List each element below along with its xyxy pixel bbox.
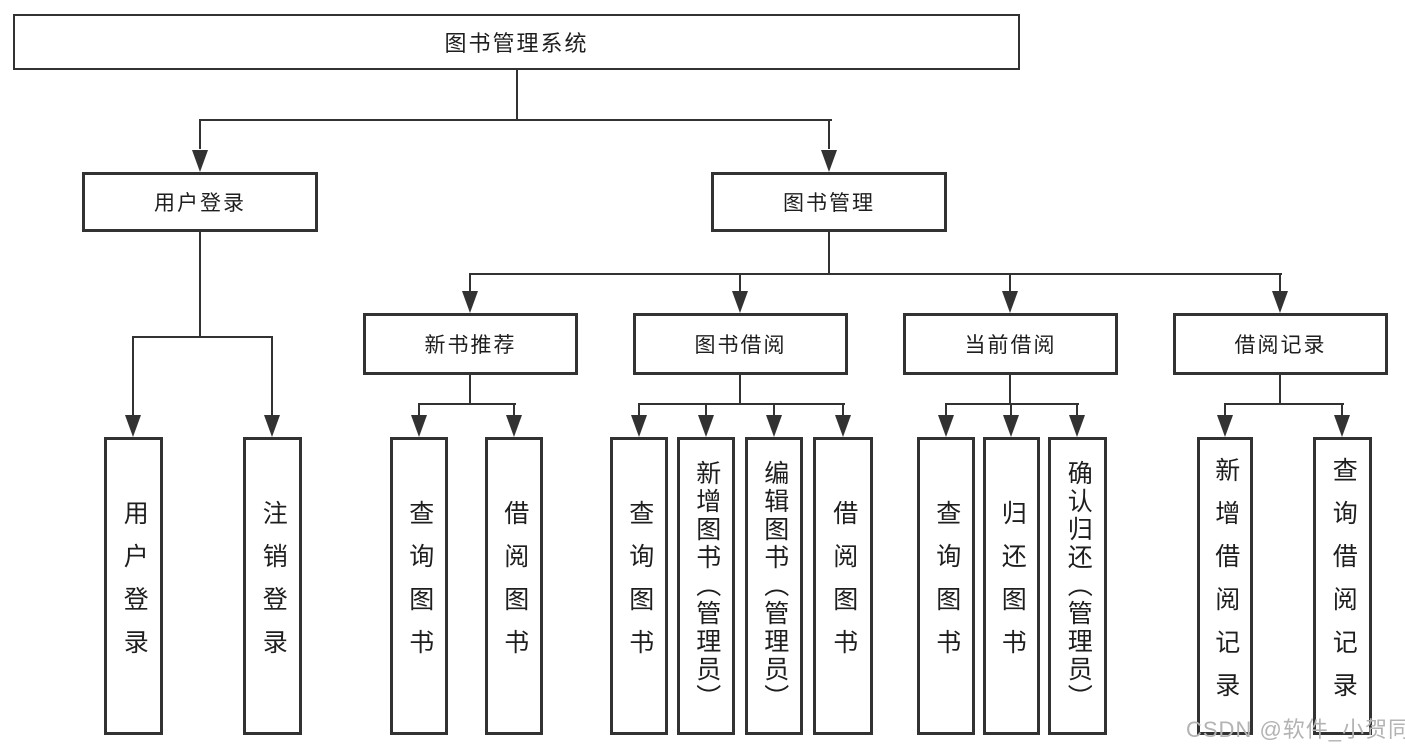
node-label: 注销登录 — [259, 500, 288, 672]
node-user-login: 用户登录 — [82, 172, 318, 232]
edge-vertical-line — [1010, 403, 1012, 417]
edge-vertical-line — [469, 273, 471, 293]
edge-vertical-line — [418, 403, 420, 417]
node-new-book-rec: 新书推荐 — [363, 313, 578, 375]
arrow-down-icon — [1217, 415, 1233, 437]
node-cb-query-books: 查询图书 — [917, 437, 975, 735]
arrow-down-icon — [125, 415, 141, 437]
node-label: 新增借阅记录 — [1211, 457, 1240, 715]
arrow-down-icon — [264, 415, 280, 437]
node-br-add-record: 新增借阅记录 — [1197, 437, 1253, 735]
edge-horizontal-line — [638, 403, 845, 405]
edge-vertical-line — [1279, 375, 1281, 405]
node-bb-edit-books: 编辑图书（管理员） — [745, 437, 803, 735]
edge-vertical-line — [828, 232, 830, 275]
edge-vertical-line — [271, 336, 273, 417]
node-label: 借阅图书 — [829, 500, 858, 672]
edge-horizontal-line — [469, 273, 1282, 275]
node-borrow-records: 借阅记录 — [1173, 313, 1388, 375]
edge-vertical-line — [773, 403, 775, 417]
arrow-down-icon — [1069, 415, 1085, 437]
node-label: 编辑图书（管理员） — [760, 460, 789, 712]
node-bb-add-books: 新增图书（管理员） — [677, 437, 735, 735]
node-label: 用户登录 — [120, 500, 149, 672]
edge-horizontal-line — [418, 403, 516, 405]
node-label: 查询图书 — [405, 500, 434, 672]
node-label: 图书管理 — [783, 192, 875, 215]
node-bb-query-books: 查询图书 — [610, 437, 668, 735]
arrow-down-icon — [835, 415, 851, 437]
edge-horizontal-line — [199, 119, 832, 121]
node-root: 图书管理系统 — [13, 14, 1020, 70]
node-label: 归还图书 — [998, 500, 1027, 672]
node-rec-query-books: 查询图书 — [390, 437, 448, 735]
node-label: 查询图书 — [932, 500, 961, 672]
csdn-watermark: CSDN @软件_小贺同学 — [1186, 717, 1405, 742]
edge-vertical-line — [638, 403, 640, 417]
edge-vertical-line — [739, 273, 741, 293]
edge-vertical-line — [199, 232, 201, 338]
edge-vertical-line — [1341, 403, 1343, 417]
arrow-down-icon — [462, 291, 478, 313]
node-br-query-record: 查询借阅记录 — [1313, 437, 1372, 735]
node-rec-borrow-books: 借阅图书 — [485, 437, 543, 735]
node-logout-leaf: 注销登录 — [243, 437, 302, 735]
edge-vertical-line — [132, 336, 134, 417]
node-current-borrow: 当前借阅 — [903, 313, 1118, 375]
node-label: 查询借阅记录 — [1329, 457, 1358, 715]
arrow-down-icon — [766, 415, 782, 437]
arrow-down-icon — [1002, 291, 1018, 313]
arrow-down-icon — [1334, 415, 1350, 437]
arrow-down-icon — [698, 415, 714, 437]
node-label: 查询图书 — [625, 500, 654, 672]
edge-vertical-line — [199, 119, 201, 149]
edge-vertical-line — [1009, 375, 1011, 405]
node-user-login-leaf: 用户登录 — [104, 437, 163, 735]
edge-vertical-line — [1279, 273, 1281, 293]
arrow-down-icon — [938, 415, 954, 437]
edge-horizontal-line — [1224, 403, 1344, 405]
edge-vertical-line — [1076, 403, 1078, 417]
edge-vertical-line — [516, 70, 518, 121]
node-label: 图书借阅 — [694, 334, 787, 357]
node-cb-confirm-return: 确认归还（管理员） — [1048, 437, 1107, 735]
arrow-down-icon — [631, 415, 647, 437]
arrow-down-icon — [1003, 415, 1019, 437]
edge-vertical-line — [828, 119, 830, 149]
node-label: 用户登录 — [154, 192, 246, 215]
node-label: 图书管理系统 — [444, 31, 589, 56]
edge-vertical-line — [1224, 403, 1226, 417]
edge-horizontal-line — [132, 336, 273, 338]
node-bb-borrow-books: 借阅图书 — [813, 437, 873, 735]
arrow-down-icon — [411, 415, 427, 437]
edge-vertical-line — [513, 403, 515, 417]
arrow-down-icon — [1272, 291, 1288, 313]
edge-vertical-line — [739, 375, 741, 405]
node-label: 确认归还（管理员） — [1064, 460, 1093, 712]
node-label: 当前借阅 — [964, 334, 1057, 357]
node-label: 借阅记录 — [1234, 334, 1327, 357]
edge-vertical-line — [945, 403, 947, 417]
edge-vertical-line — [705, 403, 707, 417]
arrow-down-icon — [192, 150, 208, 172]
node-label: 借阅图书 — [500, 500, 529, 672]
node-book-mgmt: 图书管理 — [711, 172, 947, 232]
edge-vertical-line — [1009, 273, 1011, 293]
edge-vertical-line — [842, 403, 844, 417]
node-cb-return-books: 归还图书 — [983, 437, 1040, 735]
arrow-down-icon — [732, 291, 748, 313]
node-label: 新书推荐 — [424, 334, 517, 357]
node-label: 新增图书（管理员） — [692, 460, 721, 712]
node-book-borrow: 图书借阅 — [633, 313, 848, 375]
edge-horizontal-line — [945, 403, 1079, 405]
arrow-down-icon — [506, 415, 522, 437]
edge-vertical-line — [469, 375, 471, 405]
arrow-down-icon — [821, 150, 837, 172]
